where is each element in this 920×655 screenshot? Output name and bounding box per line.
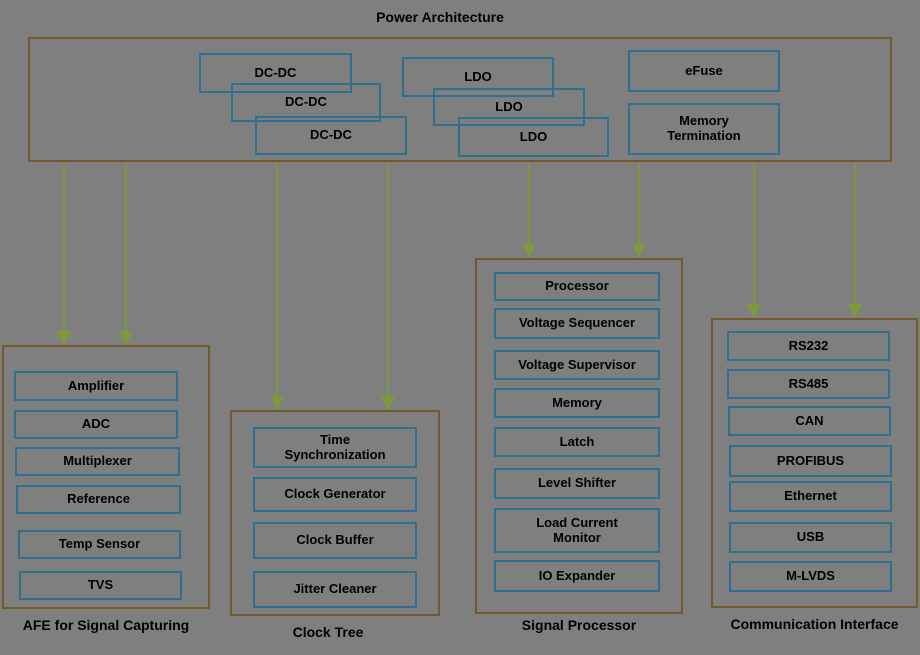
box-ldo-3: LDO [458,117,609,157]
arrow-to-clock-2 [381,164,395,410]
box-ldo-2: LDO [433,88,585,126]
clock-group-frame [230,410,440,616]
box-rs232: RS232 [727,331,890,361]
box-amplifier: Amplifier [14,371,178,401]
box-usb: USB [729,522,892,553]
box-dcdc-1: DC-DC [199,53,352,93]
box-dcdc-3: DC-DC [255,116,407,155]
arrowhead-icon [57,331,71,345]
box-level-shifter: Level Shifter [494,468,660,499]
box-time-synchronization: Time Synchronization [253,427,417,468]
arrowhead-icon [632,244,646,258]
box-rs485: RS485 [727,369,890,399]
comm-group-frame [711,318,918,608]
signal-group-frame [475,258,683,614]
box-reference: Reference [16,485,181,514]
arrow-to-clock-1 [270,164,284,410]
box-can: CAN [728,406,891,436]
arrowhead-icon [119,331,133,345]
afe-group-caption: AFE for Signal Capturing [22,617,190,633]
box-processor: Processor [494,272,660,301]
box-adc: ADC [14,410,178,439]
arrowhead-icon [522,244,536,258]
box-efuse: eFuse [628,50,780,92]
arrow-to-signal-2 [632,164,646,258]
box-voltage-supervisor: Voltage Supervisor [494,350,660,380]
arrow-to-afe-2 [119,164,133,345]
box-jitter-cleaner: Jitter Cleaner [253,571,417,608]
afe-group-frame [2,345,210,609]
box-tvs: TVS [19,571,182,600]
box-io-expander: IO Expander [494,560,660,592]
box-mlvds: M-LVDS [729,561,892,592]
box-latch: Latch [494,427,660,457]
box-dcdc-2: DC-DC [231,83,381,122]
arrow-to-afe-1 [57,164,71,345]
box-memory-termination: Memory Termination [628,103,780,155]
arrowhead-icon [381,396,395,410]
box-load-current-monitor: Load Current Monitor [494,508,660,553]
arrow-to-comm-1 [747,164,761,318]
clock-group-caption: Clock Tree [292,624,364,640]
box-ethernet: Ethernet [729,481,892,512]
arrowhead-icon [747,304,761,318]
box-clock-buffer: Clock Buffer [253,522,417,559]
box-temp-sensor: Temp Sensor [18,530,181,559]
diagram-title: Power Architecture [376,9,504,25]
box-memory: Memory [494,388,660,418]
comm-group-caption: Communication Interface [730,616,899,632]
box-clock-generator: Clock Generator [253,477,417,512]
arrow-to-signal-1 [522,164,536,258]
box-ldo-1: LDO [402,57,554,97]
box-profibus: PROFIBUS [729,445,892,477]
box-voltage-sequencer: Voltage Sequencer [494,308,660,339]
arrow-to-comm-2 [848,164,862,318]
box-multiplexer: Multiplexer [15,447,180,476]
arrowhead-icon [848,304,862,318]
power-section-frame [28,37,892,162]
arrowhead-icon [270,396,284,410]
signal-group-caption: Signal Processor [521,617,637,633]
